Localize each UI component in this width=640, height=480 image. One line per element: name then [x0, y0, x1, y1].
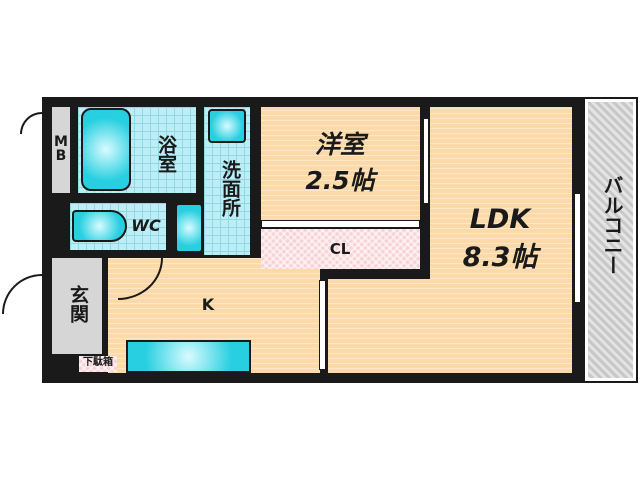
balcony-label: バルコニー — [600, 175, 624, 275]
shoe-box-label: 下駄箱 — [83, 357, 113, 368]
wash-basin-icon — [175, 203, 203, 253]
western-room-floor — [261, 107, 420, 220]
kitchen-counter — [126, 340, 251, 373]
shoe-box — [79, 356, 117, 372]
ldk-size: 8.3帖 — [462, 242, 538, 273]
washer-pan — [208, 109, 246, 143]
entrance-label: 玄関 — [67, 285, 89, 323]
entrance-floor — [52, 258, 102, 354]
entrance-door[interactable] — [2, 274, 42, 314]
washroom-label: 洗面所 — [219, 160, 241, 217]
ldk-label: LDK — [469, 204, 531, 235]
ldk-floor-lower — [328, 279, 572, 373]
bath-label: 浴室 — [155, 135, 177, 173]
toilet-icon — [72, 210, 127, 242]
mb-label: MB — [54, 134, 68, 164]
wc-label: WC — [131, 216, 161, 235]
mb-space — [52, 107, 70, 193]
closet-door[interactable] — [261, 220, 420, 228]
western-room-label: 洋室 — [314, 130, 365, 159]
bathtub — [81, 108, 131, 191]
mb-door[interactable] — [20, 112, 42, 134]
western-room-door[interactable] — [423, 118, 429, 204]
kitchen-label: K — [201, 295, 215, 314]
western-room-size: 2.5帖 — [305, 166, 375, 195]
kitchen-ldk-door[interactable] — [319, 280, 326, 370]
balcony — [583, 97, 638, 383]
closet — [261, 229, 420, 269]
balcony-window[interactable] — [574, 193, 581, 303]
closet-label: CL — [329, 240, 351, 258]
